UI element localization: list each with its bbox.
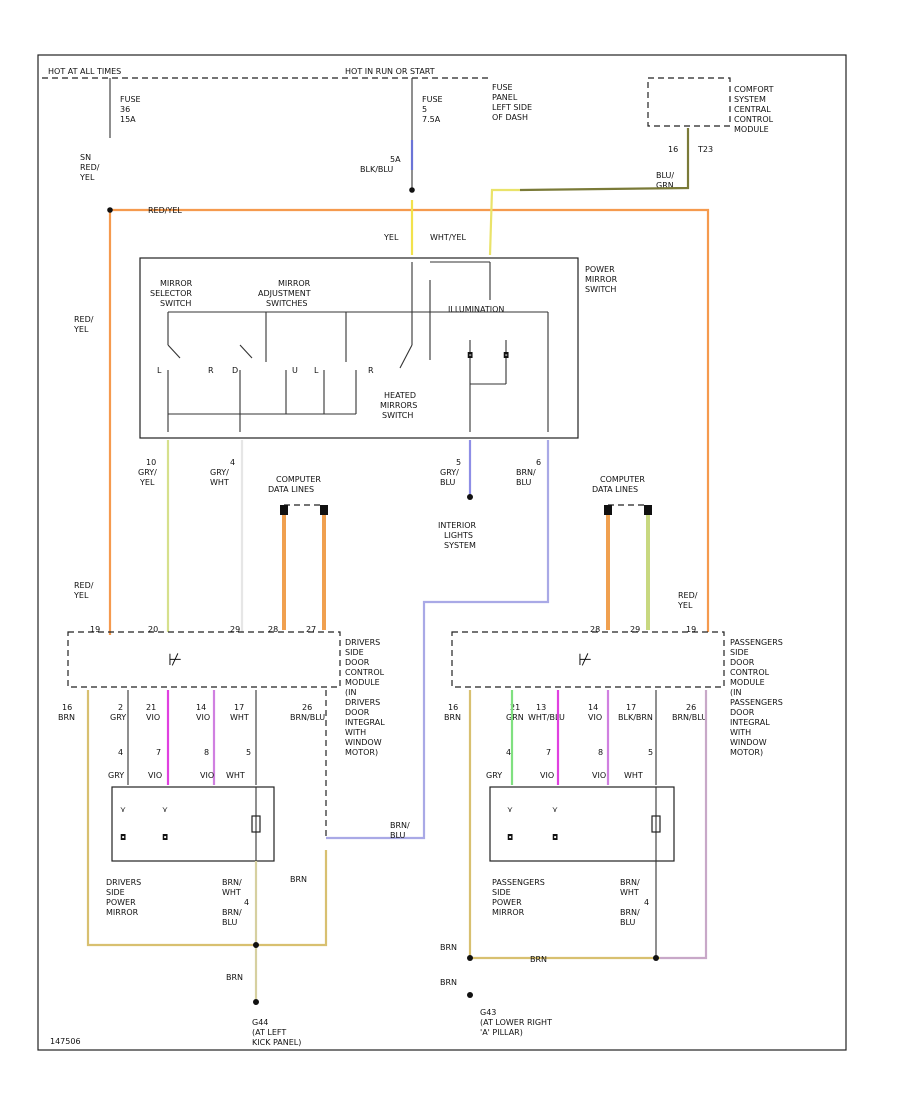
mirror-heater-right-2: ◘ (552, 833, 558, 842)
ground-g44 (253, 999, 259, 1005)
pos-u: U (292, 366, 298, 375)
blu-grn-wire (519, 128, 690, 192)
figure-number: 147506 (50, 1037, 81, 1046)
pos-r2: R (368, 366, 374, 375)
heater-element-left (251, 815, 261, 833)
splice-mid (409, 187, 415, 193)
yel-label: YEL (383, 233, 399, 242)
brn-blu-wire-right (660, 690, 708, 960)
left-brn-gnd-label: BRN (226, 973, 243, 982)
drivers-door-module-box (67, 631, 341, 688)
brn-blu-wire (326, 440, 550, 840)
mirror-heater-left-1: ◘ (120, 833, 126, 842)
ground-g43-label: G43(AT LOWER RIGHT'A' PILLAR) (480, 1008, 552, 1037)
mirror-motor-right-2: ⋎ (552, 805, 558, 814)
illumination-label: ILLUMINATION (448, 305, 504, 314)
right-brn-label: BRN (440, 943, 457, 952)
diagram-frame (37, 54, 847, 1051)
adjust-contact (239, 344, 253, 359)
comfort-module-box (647, 77, 731, 127)
lamp-1: ◘ (467, 351, 473, 360)
selector-contact (167, 344, 181, 359)
ground-g43 (467, 992, 473, 998)
red-yel-right-label: RED/YEL (677, 591, 698, 610)
red-yel-label: RED/YEL (148, 206, 182, 215)
mirror-motor-left-2: ⋎ (162, 805, 168, 814)
left-brn-blu-side: BRN/BLU (390, 821, 410, 840)
hot-at-all-times-label: HOT AT ALL TIMES (48, 67, 121, 76)
transistor-icon-left: ⊬ (168, 650, 182, 669)
passengers-door-module-box (451, 631, 725, 688)
left-brn-label: BRN (290, 875, 307, 884)
red-yel-side-label: RED/YEL (73, 315, 94, 334)
mirror-heater-left-2: ◘ (162, 833, 168, 842)
mirror-heater-right-1: ◘ (507, 833, 513, 842)
right-brn-gnd-label: BRN (440, 978, 457, 987)
mirror-motor-left-1: ⋎ (120, 805, 126, 814)
pos-l: L (157, 366, 162, 375)
wht-yel-wire (488, 188, 520, 256)
power-mirror-switch-box (139, 257, 579, 439)
transistor-icon-right: ⊬ (578, 650, 592, 669)
mirror-motor-right-1: ⋎ (507, 805, 513, 814)
red-yel-left-label: RED/YEL (73, 581, 94, 600)
right-brn-mid-label: BRN (530, 955, 547, 964)
heater-element-right (651, 815, 661, 833)
brn-ground-loop-left (86, 690, 328, 947)
red-yel-wire-top (110, 208, 710, 632)
drivers-power-mirror-box (111, 786, 275, 862)
lamp-2: ◘ (503, 351, 509, 360)
passengers-power-mirror-box (489, 786, 675, 862)
heated-contact (399, 344, 413, 369)
hot-in-run-label: HOT IN RUN OR START (345, 67, 435, 76)
pos-d: D (232, 366, 238, 375)
pos-r: R (208, 366, 214, 375)
pos-l2: L (314, 366, 319, 375)
wire-right-label: BLU/GRN (656, 171, 674, 190)
wht-yel-label: WHT/YEL (430, 233, 466, 242)
splice-red-yel (107, 207, 113, 213)
